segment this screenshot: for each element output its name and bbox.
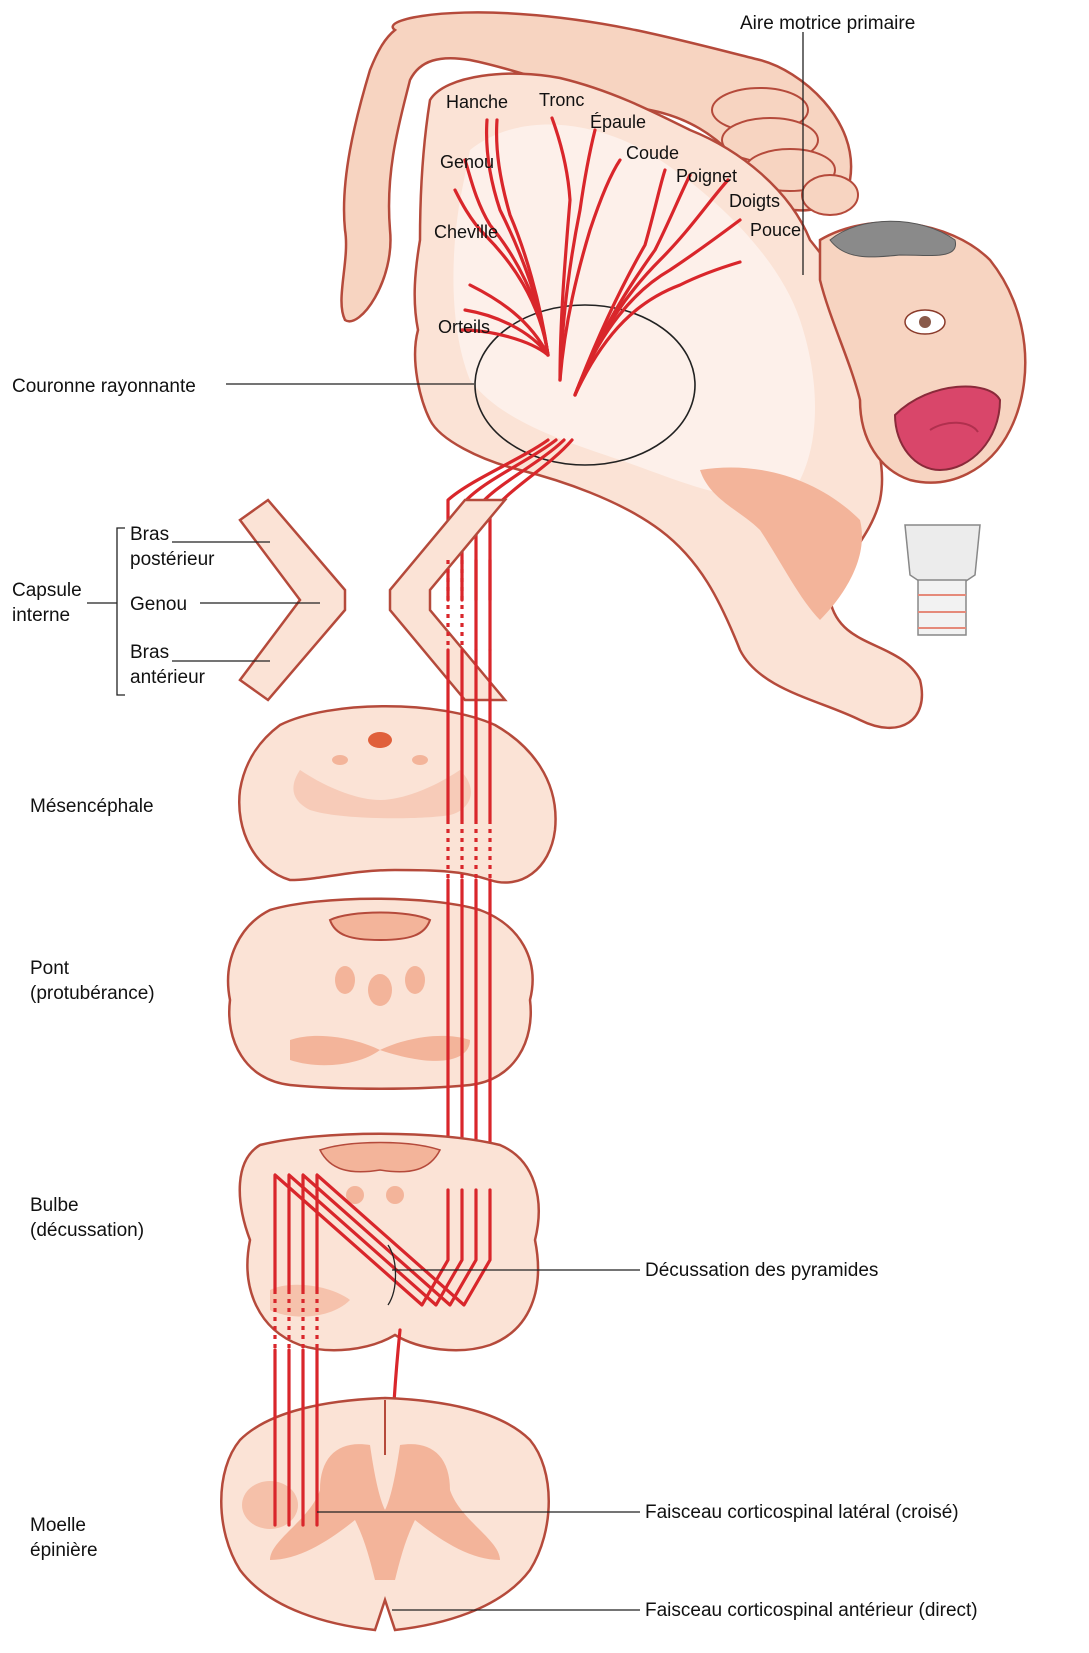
spinal-cord-section (221, 1398, 549, 1630)
label-coude: Coude (626, 143, 679, 163)
capsule-left-limb (240, 500, 345, 700)
label-hanche: Hanche (446, 92, 508, 112)
label-doigts: Doigts (729, 191, 780, 211)
label-bras-post-2: postérieur (130, 549, 215, 570)
label-anterieur: Faisceau corticospinal antérieur (direct… (645, 1600, 978, 1621)
label-cheville: Cheville (434, 222, 498, 242)
label-pont-1: Pont (30, 958, 70, 979)
label-couronne: Couronne rayonnante (12, 376, 196, 397)
label-bulbe-2: (décussation) (30, 1220, 144, 1241)
label-decussation: Décussation des pyramides (645, 1260, 878, 1281)
label-lateral: Faisceau corticospinal latéral (croisé) (645, 1502, 959, 1523)
internal-capsule (240, 500, 505, 700)
label-pont-2: (protubérance) (30, 983, 155, 1004)
label-pouce: Pouce (750, 220, 801, 240)
label-genou-capsule: Genou (130, 594, 187, 615)
capsule-tracts (448, 560, 490, 650)
pons-section (228, 899, 532, 1089)
midbrain-section (239, 706, 555, 882)
label-mesencephale: Mésencéphale (30, 796, 154, 817)
label-bras-ant-1: Bras (130, 642, 169, 663)
label-bras-post-1: Bras (130, 524, 169, 545)
larynx-icon (905, 525, 980, 635)
brain-coronal-section (341, 12, 1025, 727)
label-moelle-1: Moelle (30, 1515, 86, 1536)
label-epaule: Épaule (590, 112, 646, 132)
label-bras-ant-2: antérieur (130, 667, 206, 688)
label-tronc: Tronc (539, 90, 584, 110)
medulla-section (240, 1134, 539, 1350)
label-moelle-2: épinière (30, 1540, 98, 1561)
label-capsule-2: interne (12, 605, 70, 626)
label-aire-motrice: Aire motrice primaire (740, 13, 915, 34)
label-orteils: Orteils (438, 317, 490, 337)
label-capsule-1: Capsule (12, 580, 82, 601)
label-bulbe-1: Bulbe (30, 1195, 79, 1216)
label-genou-homoncule: Genou (440, 152, 494, 172)
label-poignet: Poignet (676, 166, 737, 186)
